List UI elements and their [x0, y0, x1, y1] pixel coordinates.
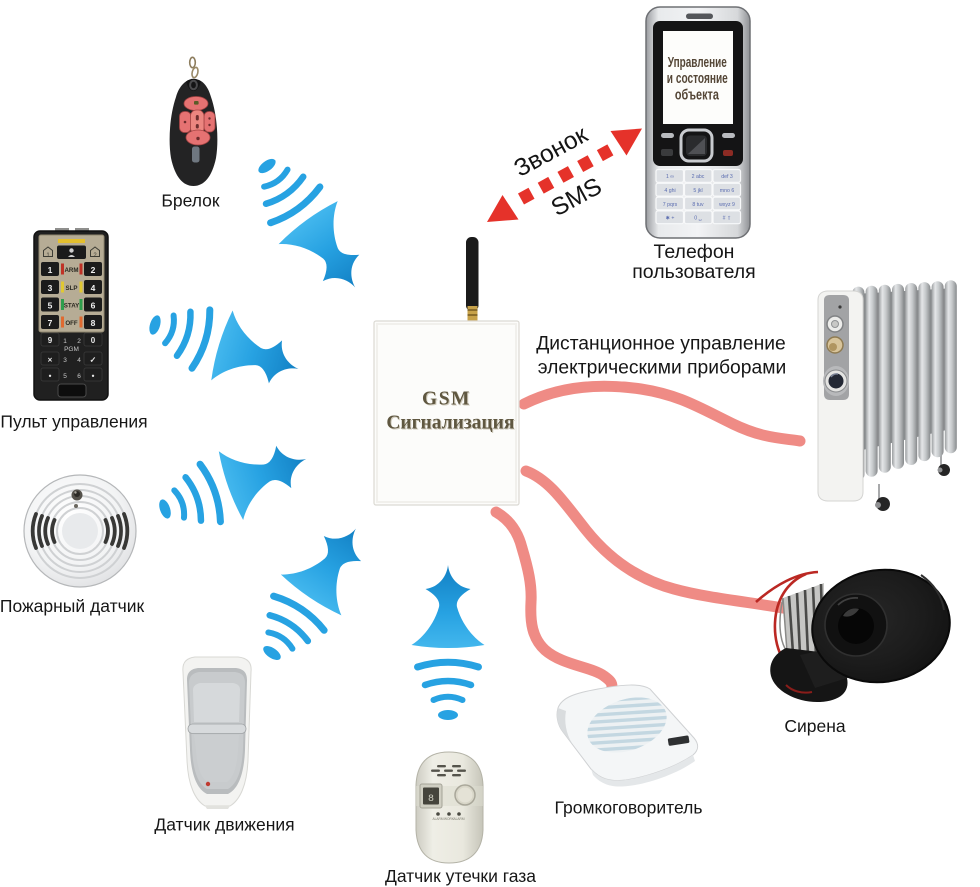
svg-text:•: •	[92, 372, 95, 381]
svg-text:3: 3	[63, 357, 67, 364]
svg-text:6: 6	[91, 301, 96, 311]
svg-text:✓: ✓	[90, 356, 97, 365]
svg-text:Пожарный датчик: Пожарный датчик	[0, 596, 144, 616]
svg-text:Управление: Управление	[668, 55, 727, 71]
svg-text:4 ghi: 4 ghi	[664, 188, 675, 194]
svg-text:×: ×	[48, 356, 53, 365]
svg-text:Датчик движения: Датчик движения	[154, 815, 294, 835]
svg-text:3: 3	[48, 283, 53, 293]
svg-text:mno 6: mno 6	[720, 188, 735, 194]
svg-text:9: 9	[48, 336, 53, 345]
svg-text:электрическими приборами: электрическими приборами	[538, 358, 787, 379]
svg-text:и состояние: и состояние	[667, 71, 728, 87]
svg-text:2 abc: 2 abc	[692, 174, 705, 180]
svg-text:# ⇧: # ⇧	[723, 216, 732, 222]
svg-text:STAY: STAY	[64, 303, 80, 310]
svg-text:SLP: SLP	[65, 285, 77, 292]
svg-text:2: 2	[93, 253, 97, 259]
svg-text:5: 5	[48, 301, 53, 311]
svg-text:WORK: WORK	[444, 817, 455, 821]
svg-text:Громкоговоритель: Громкоговоритель	[555, 798, 703, 818]
svg-text:ARM: ARM	[64, 267, 78, 274]
svg-text:Сирена: Сирена	[784, 716, 846, 736]
svg-text:def 3: def 3	[721, 174, 733, 180]
svg-text:1: 1	[63, 338, 67, 345]
svg-text:пользователя: пользователя	[632, 261, 755, 283]
svg-text:✱ +: ✱ +	[666, 216, 675, 222]
svg-text:7 pqrs: 7 pqrs	[663, 202, 678, 208]
svg-text:Сигнализация: Сигнализация	[387, 414, 516, 435]
svg-text:1: 1	[48, 265, 53, 275]
svg-text:8: 8	[91, 318, 96, 328]
svg-text:6: 6	[77, 373, 81, 380]
svg-text:0: 0	[91, 336, 96, 345]
svg-text:ALARM: ALARM	[433, 817, 444, 821]
svg-text:Пульт управления: Пульт управления	[0, 412, 147, 432]
svg-text:Сигнализация: Сигнализация	[386, 413, 515, 434]
svg-text:OFF: OFF	[65, 320, 78, 327]
svg-text:•: •	[49, 372, 52, 381]
svg-text:GSM: GSM	[423, 389, 472, 410]
svg-text:SMS: SMS	[547, 173, 607, 222]
svg-text:7: 7	[48, 318, 53, 328]
svg-text:PGM: PGM	[64, 346, 79, 353]
svg-text:wxyz 9: wxyz 9	[719, 202, 735, 208]
svg-text:объекта: объекта	[675, 88, 720, 104]
svg-text:4: 4	[77, 357, 81, 364]
svg-text:Звонок: Звонок	[510, 121, 593, 183]
svg-text:4: 4	[91, 283, 96, 293]
svg-text:Дистанционное управление: Дистанционное управление	[536, 334, 786, 355]
svg-text:2: 2	[77, 338, 81, 345]
svg-text:ALARM: ALARM	[454, 817, 465, 821]
svg-text:Брелок: Брелок	[161, 191, 220, 211]
svg-text:1 ∞: 1 ∞	[666, 174, 674, 180]
svg-text:Датчик утечки газа: Датчик утечки газа	[385, 866, 536, 886]
svg-text:Телефон: Телефон	[654, 241, 735, 263]
svg-text:GSM: GSM	[422, 388, 471, 409]
svg-text:2: 2	[91, 265, 96, 275]
svg-text:0 ␣: 0 ␣	[694, 216, 702, 222]
svg-text:8 tuv: 8 tuv	[692, 202, 704, 208]
svg-text:5 jkl: 5 jkl	[693, 188, 702, 194]
svg-text:1: 1	[46, 253, 50, 259]
svg-text:8: 8	[428, 794, 434, 805]
svg-text:5: 5	[63, 373, 67, 380]
